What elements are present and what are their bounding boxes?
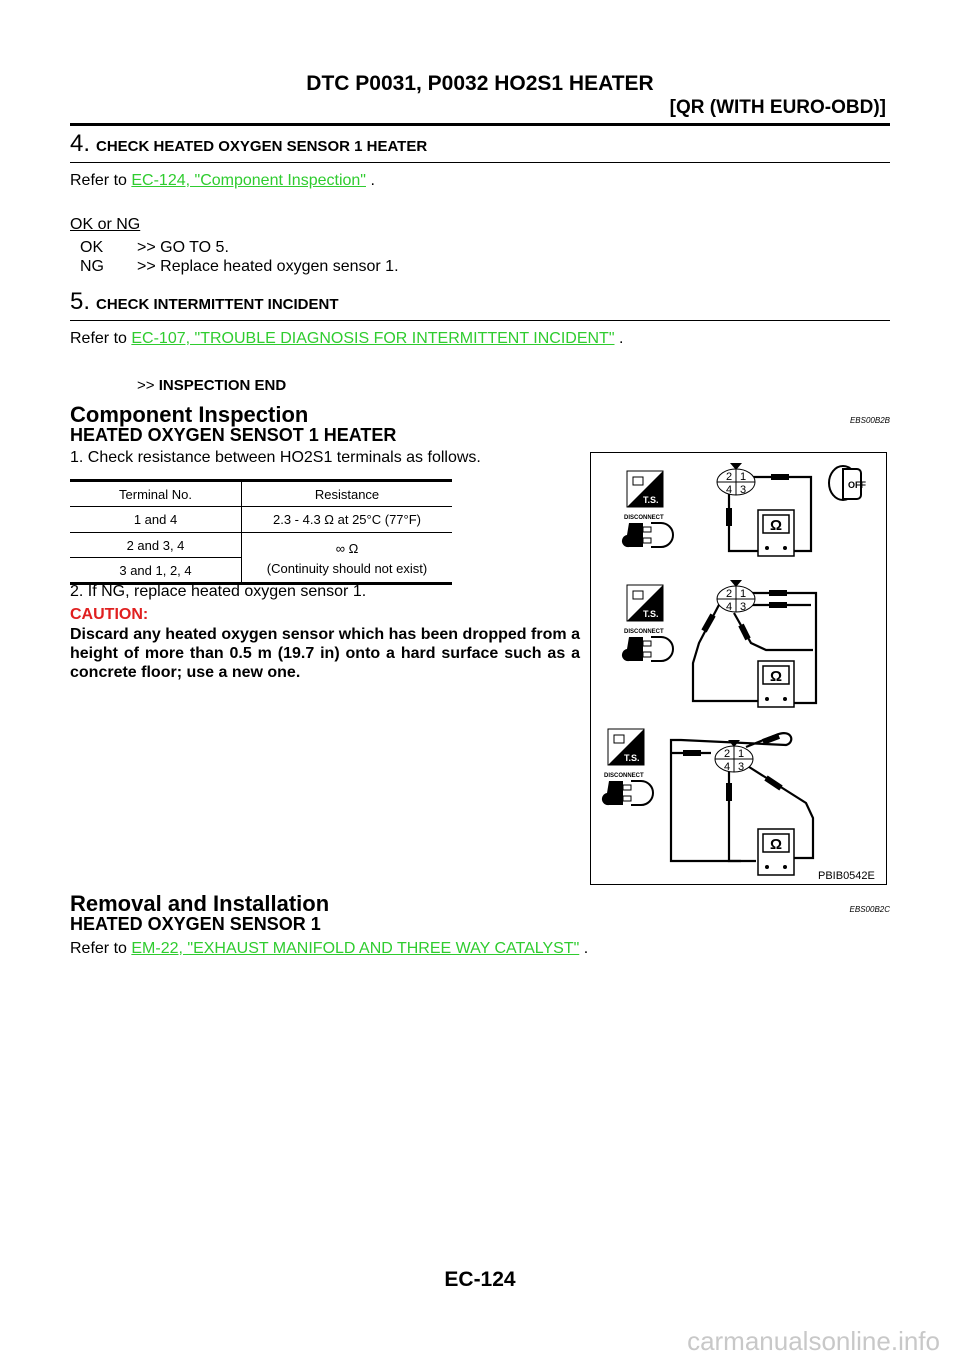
- terminal-label: 4: [724, 761, 730, 773]
- caution-text: Discard any heated oxygen sensor which h…: [70, 626, 580, 681]
- terminal-cell: 3 and 1, 2, 4: [70, 557, 242, 584]
- ohmmeter-icon: [757, 660, 795, 708]
- page-number: EC-124: [444, 1268, 516, 1291]
- arrow: >>: [137, 377, 155, 394]
- terminal-cell: 1 and 4: [70, 506, 242, 533]
- step-5-refer: Refer to EC-107, "TROUBLE DIAGNOSIS FOR …: [70, 330, 623, 348]
- column-header: Resistance: [314, 486, 380, 502]
- section-code: EBS00B2C: [849, 905, 890, 914]
- resistance-table: Terminal No. Resistance 1 and 4 2.3 - 4.…: [70, 479, 452, 585]
- disconnect-label: DISCONNECT: [604, 773, 644, 779]
- ng-action: >> Replace heated oxygen sensor 1.: [137, 258, 399, 275]
- terminal-label: 3: [740, 601, 746, 613]
- ts-label: T.S.: [643, 609, 659, 619]
- period: .: [583, 940, 589, 957]
- divider: [70, 162, 890, 163]
- ok-action: >> GO TO 5.: [137, 239, 229, 256]
- resistance-cell: 2.3 - 4.3 Ω at 25°C (77°F): [272, 512, 421, 527]
- connector-disconnect-icon: [600, 780, 654, 807]
- infinity-value: ∞ Ω: [335, 540, 359, 556]
- step-number: 5.: [70, 288, 91, 315]
- caution-label: CAUTION:: [70, 606, 149, 623]
- page-title: DTC P0031, P0032 HO2S1 HEATER: [306, 72, 654, 95]
- refer-text: Refer to: [70, 940, 127, 957]
- terminal-label: 4: [726, 484, 732, 496]
- inspection-figure: Ω: [590, 452, 887, 885]
- ohmmeter-icon: [757, 828, 795, 876]
- page-subtitle: [QR (WITH EURO-OBD)]: [669, 97, 886, 118]
- table-header-row: Terminal No. Resistance: [70, 480, 452, 507]
- column-header: Terminal No.: [70, 480, 242, 507]
- ignition-key-off-icon: OFF: [828, 465, 866, 501]
- ts-label: T.S.: [624, 753, 640, 763]
- ohmmeter-icon: [757, 509, 795, 557]
- table-row: 1 and 4 2.3 - 4.3 Ω at 25°C (77°F): [70, 506, 452, 533]
- terminal-label: 2: [726, 588, 732, 600]
- step-4-refer: Refer to EC-124, "Component Inspection" …: [70, 172, 375, 190]
- connector-disconnect-icon: [620, 636, 674, 663]
- refer-text: Refer to: [70, 172, 127, 189]
- refer-text: Refer to: [70, 330, 127, 347]
- table-row: 2 and 3, 4 ∞ Ω (Continuity should not exi…: [70, 532, 452, 576]
- ng-label: NG: [80, 258, 104, 275]
- step-title: CHECK INTERMITTENT INCIDENT: [96, 296, 339, 313]
- terminal-label: 1: [740, 588, 746, 600]
- resistance-cell: ∞ Ω (Continuity should not exist): [242, 533, 453, 584]
- removal-subheading: HEATED OXYGEN SENSOR 1: [70, 914, 321, 934]
- step-4-heading: 4. CHECK HEATED OXYGEN SENSOR 1 HEATER: [70, 130, 427, 158]
- watermark: carmanualsonline.info: [687, 1326, 940, 1356]
- wiring-diagram: Ω: [600, 462, 875, 882]
- off-label: OFF: [848, 480, 866, 490]
- connector-disconnect-icon: [620, 522, 674, 549]
- terminal-label: 1: [738, 748, 744, 760]
- disconnect-label: DISCONNECT: [624, 629, 664, 635]
- terminal-label: 2: [724, 748, 730, 760]
- exhaust-manifold-link[interactable]: EM-22, "EXHAUST MANIFOLD AND THREE WAY C…: [131, 940, 580, 957]
- instruction-step-1: 1. Check resistance between HO2S1 termin…: [70, 449, 481, 466]
- terminal-label: 2: [726, 471, 732, 483]
- period: .: [370, 172, 375, 189]
- step-number: 4.: [70, 130, 91, 157]
- divider: [70, 320, 890, 321]
- terminal-label: 3: [740, 484, 746, 496]
- step-title: CHECK HEATED OXYGEN SENSOR 1 HEATER: [96, 138, 428, 155]
- terminal-label: 4: [726, 601, 732, 613]
- inspection-end: >> INSPECTION END: [137, 377, 286, 394]
- step-5-heading: 5. CHECK INTERMITTENT INCIDENT: [70, 288, 339, 316]
- terminal-label: 1: [740, 471, 746, 483]
- table-row: 3 and 1, 2, 4: [70, 557, 452, 584]
- terminal-label: 3: [738, 761, 744, 773]
- section-code: EBS00B2B: [849, 416, 890, 425]
- ok-or-ng-label: OK or NG: [70, 216, 141, 233]
- end-label: INSPECTION END: [158, 377, 287, 394]
- ts-label: T.S.: [643, 495, 659, 505]
- component-inspection-link[interactable]: EC-124, "Component Inspection": [131, 172, 366, 189]
- component-inspection-heading: Component Inspection: [70, 402, 309, 427]
- period: .: [618, 330, 624, 347]
- continuity-note: (Continuity should not exist): [266, 560, 428, 576]
- removal-refer: Refer to EM-22, "EXHAUST MANIFOLD AND TH…: [70, 940, 588, 958]
- header-rule: [70, 123, 890, 126]
- component-subheading: HEATED OXYGEN SENSOT 1 HEATER: [70, 425, 397, 445]
- intermittent-incident-link[interactable]: EC-107, "TROUBLE DIAGNOSIS FOR INTERMITT…: [131, 330, 615, 347]
- disconnect-label: DISCONNECT: [624, 515, 664, 521]
- terminal-cell: 2 and 3, 4: [70, 532, 242, 558]
- instruction-step-2: 2. If NG, replace heated oxygen sensor 1…: [70, 583, 367, 600]
- figure-code: PBIB0542E: [818, 870, 875, 882]
- removal-installation-heading: Removal and Installation: [70, 891, 330, 916]
- ok-label: OK: [80, 239, 104, 256]
